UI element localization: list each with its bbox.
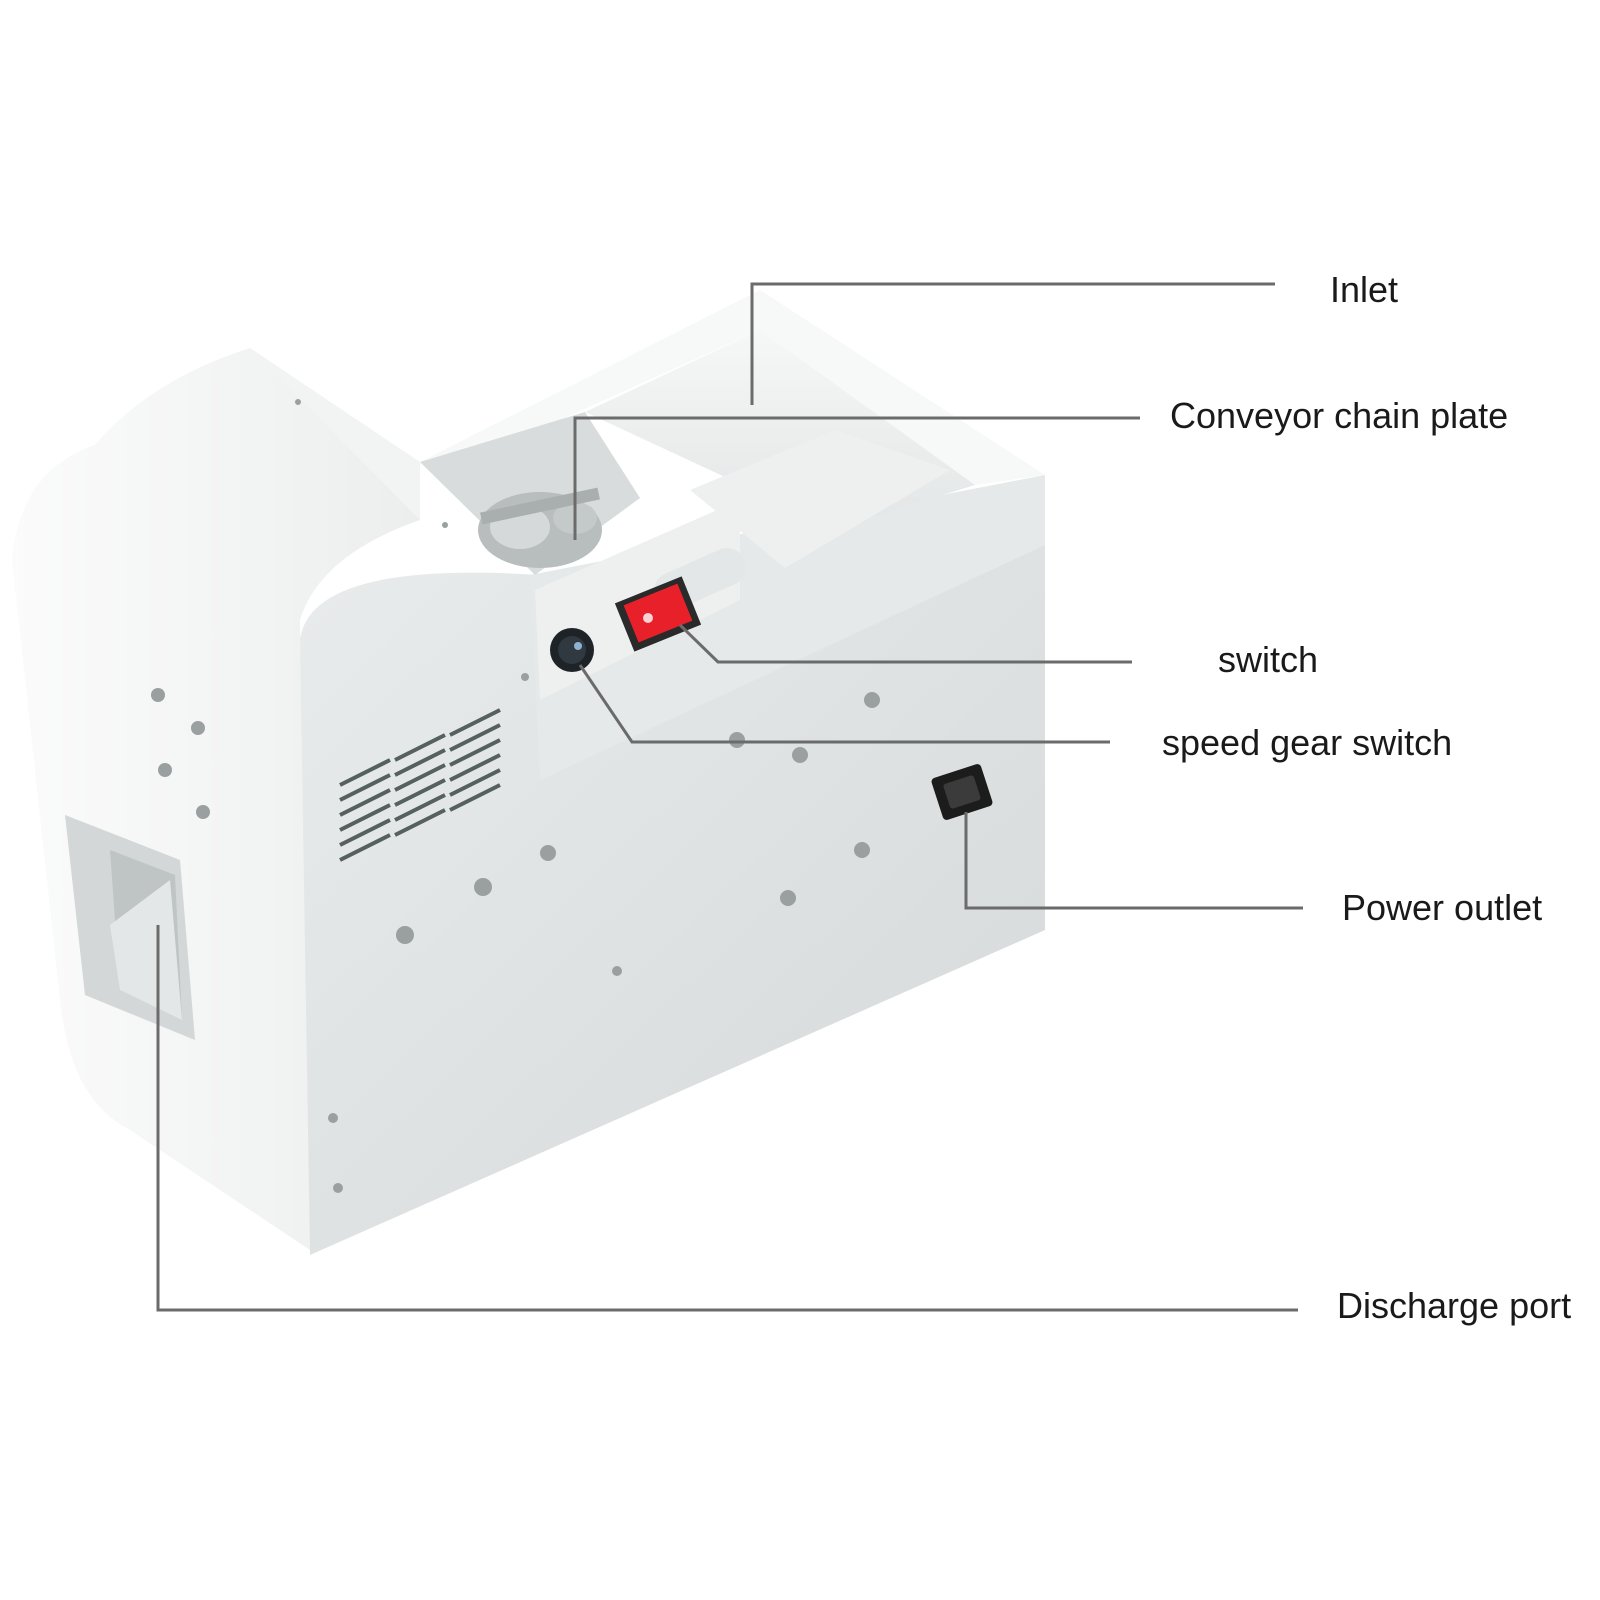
ventilation-grille xyxy=(339,708,501,862)
leader-inlet xyxy=(750,282,1275,405)
callout-switch: switch xyxy=(1218,639,1319,680)
left-block-side xyxy=(12,348,420,1250)
callout-speed-gear-switch: speed gear switch xyxy=(1162,722,1453,763)
leader-lines xyxy=(156,282,1303,1312)
machine-body xyxy=(12,290,1045,1255)
callout-power-outlet: Power outlet xyxy=(1342,887,1543,928)
leader-conveyor xyxy=(573,416,1140,540)
callout-discharge-port: Discharge port xyxy=(1337,1285,1572,1326)
panel-screws xyxy=(151,399,880,1193)
speed-knob xyxy=(550,628,594,672)
leader-speed xyxy=(578,664,1110,744)
callout-inlet: Inlet xyxy=(1330,269,1399,310)
leader-power xyxy=(964,812,1303,910)
power-switch xyxy=(614,576,702,652)
callout-conveyor-chain-plate: Conveyor chain plate xyxy=(1170,395,1509,436)
leader-switch xyxy=(678,623,1132,664)
power-outlet-socket xyxy=(931,764,993,820)
discharge-port xyxy=(65,815,195,1040)
leader-discharge xyxy=(156,925,1298,1312)
